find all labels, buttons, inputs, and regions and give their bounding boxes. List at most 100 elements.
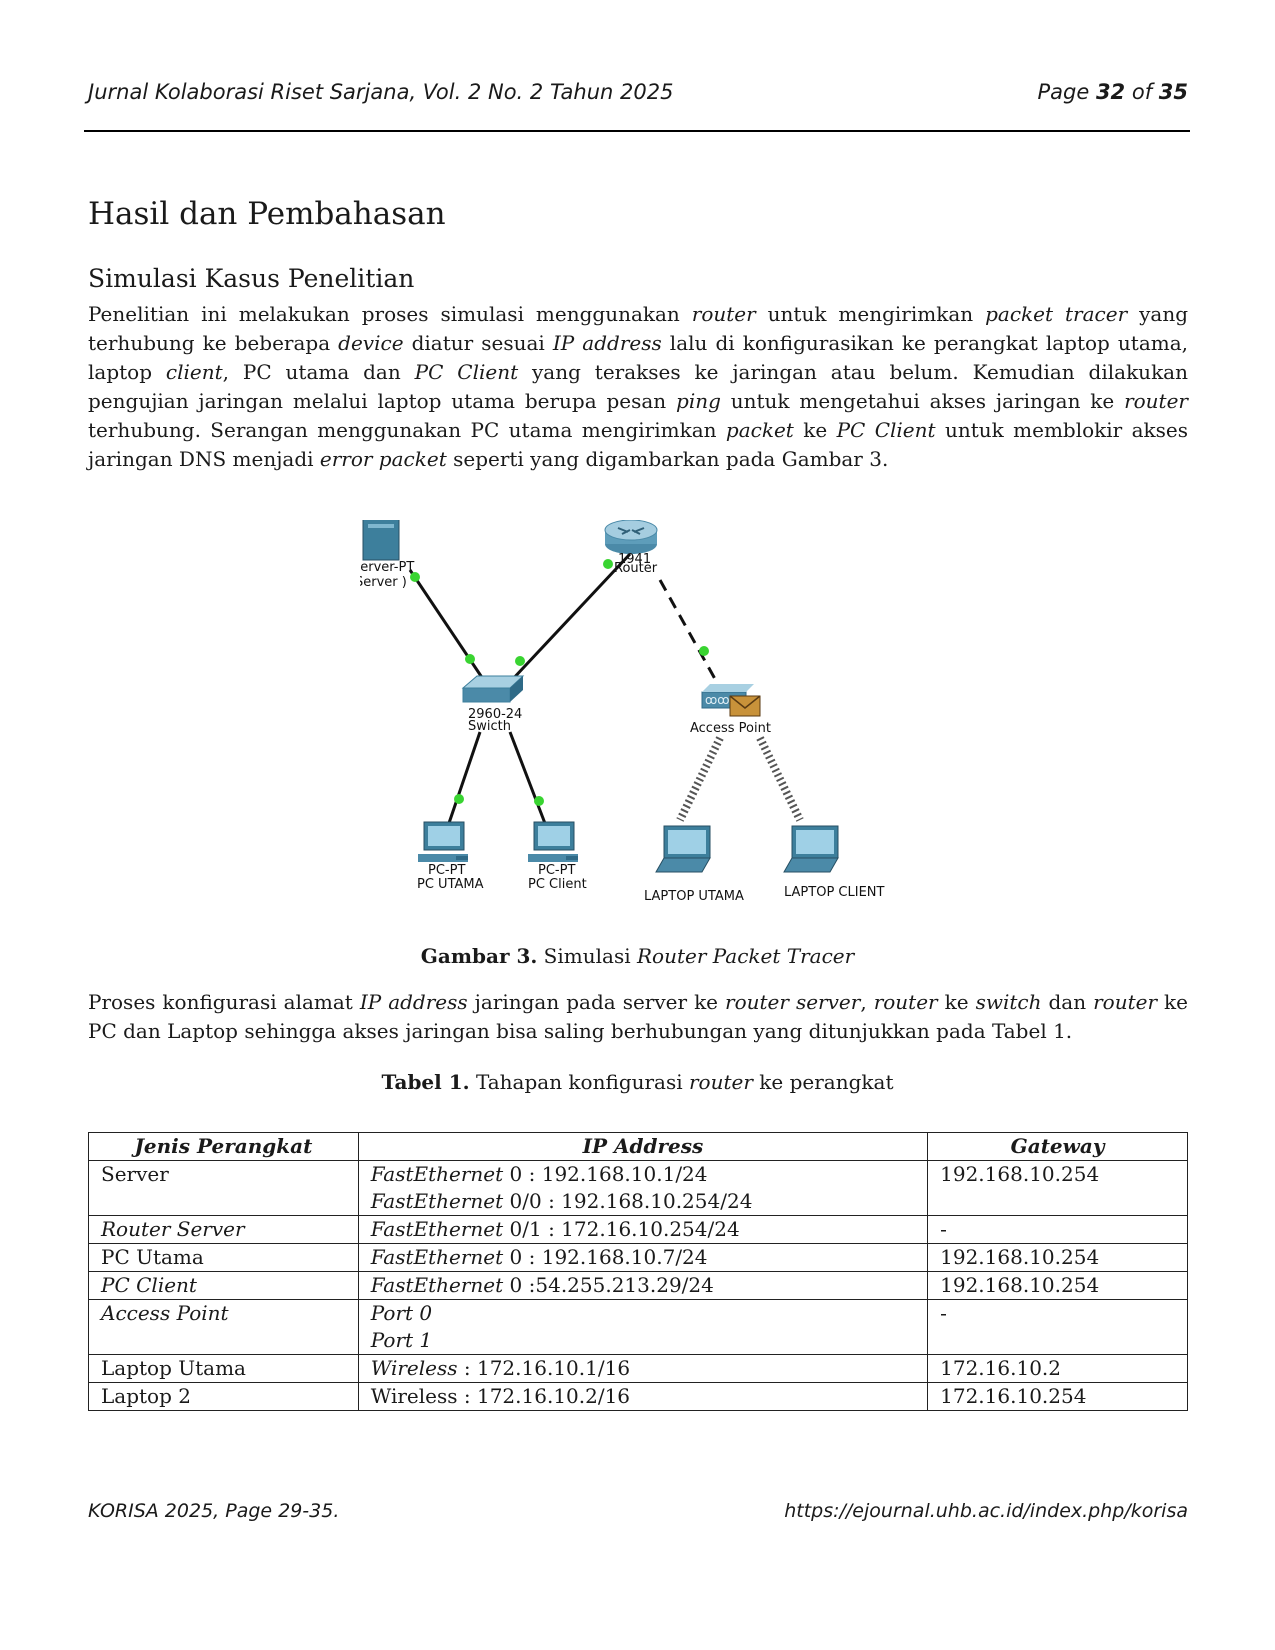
- italic-run: Port 1: [370, 1328, 433, 1352]
- wireless-link-laptop-utama: [676, 736, 724, 822]
- text-run: diatur sesuai: [403, 331, 553, 355]
- figure-caption-label: Gambar 3.: [420, 944, 538, 968]
- ip-line: Port 0: [371, 1300, 915, 1327]
- italic-run: switch: [975, 990, 1042, 1014]
- table-header-row: Jenis Perangkat IP Address Gateway: [88, 1132, 1188, 1161]
- laptop-icon: [783, 825, 839, 873]
- router-label: Router: [614, 561, 658, 576]
- col-header-device: Jenis Perangkat: [88, 1132, 359, 1161]
- table-row: Router Server FastEthernet 0/1 : 172.16.1…: [88, 1215, 1188, 1244]
- italic-run: FastEthernet: [370, 1189, 504, 1213]
- footer-citation: KORISA 2025, Page 29-35.: [88, 1500, 340, 1522]
- col-header-ip: IP Address: [357, 1132, 929, 1161]
- link-router-accesspoint: [658, 579, 722, 689]
- cell-gateway: 172.16.10.2: [927, 1354, 1188, 1383]
- text-run: yang terhubung ke beberapa: [88, 302, 1189, 355]
- page-prefix: Page: [1037, 80, 1096, 104]
- access-point-label: Access Point: [690, 721, 771, 736]
- figure-caption: Gambar 3. Simulasi Router Packet Tracer: [0, 944, 1275, 968]
- italic-run: error packet: [319, 447, 447, 471]
- port-dot: [515, 656, 525, 666]
- italic-run: Wireless: [370, 1356, 458, 1380]
- laptop-icon: [655, 825, 711, 873]
- cell-ip-address: FastEthernet 0 :54.255.213.29/24: [357, 1271, 929, 1300]
- italic-run: FastEthernet: [370, 1273, 504, 1297]
- cell-device: Router Server: [88, 1215, 359, 1244]
- server-label: Server ): [360, 575, 407, 590]
- router-icon: [604, 519, 658, 554]
- italic-run: router server: [725, 990, 861, 1014]
- italic-run: router: [1093, 990, 1158, 1014]
- link-server-switch: [408, 569, 487, 683]
- text-run: ke PC dan Laptop sehingga akses jaringan…: [88, 990, 1189, 1043]
- italic-run: ping: [676, 389, 721, 413]
- italic-run: router: [873, 990, 938, 1014]
- ip-line: Port 1: [371, 1327, 915, 1354]
- text-run: terhubung. Serangan menggunakan PC utama…: [88, 418, 726, 442]
- ip-line: FastEthernet 0 : 192.168.10.7/24: [371, 1244, 915, 1271]
- text-run: ke: [937, 990, 976, 1014]
- text-run: 0/0 : 192.168.10.254/24: [503, 1189, 753, 1213]
- journal-title: Jurnal Kolaborasi Riset Sarjana, Vol. 2 …: [88, 80, 674, 104]
- italic-run: FastEthernet: [370, 1217, 504, 1241]
- cell-ip-address: FastEthernet 0/1 : 172.16.10.254/24: [357, 1215, 929, 1244]
- italic-run: IP address: [359, 990, 468, 1014]
- running-header: Jurnal Kolaborasi Riset Sarjana, Vol. 2 …: [88, 80, 1188, 110]
- link-switch-pc-utama: [446, 731, 482, 827]
- page-number: 32: [1095, 80, 1126, 104]
- italic-run: router: [691, 302, 756, 326]
- text-run: 0 : 192.168.10.1/24: [503, 1162, 708, 1186]
- router-label-top: 1941: [618, 552, 651, 567]
- text-run: untuk mengirimkan: [755, 302, 986, 326]
- italic-run: packet: [725, 418, 794, 442]
- table-caption-italic: router: [689, 1070, 753, 1094]
- body-paragraph-1: Penelitian ini melakukan proses simulasi…: [88, 300, 1188, 474]
- text-run: 0 :54.255.213.29/24: [503, 1273, 714, 1297]
- italic-run: packet tracer: [985, 302, 1128, 326]
- table-caption: Tabel 1. Tahapan konfigurasi router ke p…: [0, 1070, 1275, 1094]
- col-header-gateway: Gateway: [927, 1132, 1188, 1161]
- port-dot: [603, 559, 613, 569]
- text-run: : 172.16.10.1/16: [457, 1356, 631, 1380]
- server-icon: [362, 501, 400, 561]
- port-dot: [454, 794, 464, 804]
- cell-gateway: -: [927, 1299, 1188, 1355]
- cell-gateway: -: [927, 1215, 1188, 1244]
- text-run: yang terakses ke jaringan atau belum. Ke…: [88, 360, 1188, 413]
- pc-client-label: PC Client: [528, 877, 587, 892]
- cell-ip-address: Wireless : 172.16.10.2/16: [357, 1382, 929, 1411]
- laptop-client-label: LAPTOP CLIENT: [784, 885, 885, 900]
- cell-device: Server: [88, 1160, 359, 1216]
- ip-line: FastEthernet 0/0 : 192.168.10.254/24: [371, 1188, 915, 1215]
- italic-run: PC Client: [414, 360, 519, 384]
- ip-line: FastEthernet 0 :54.255.213.29/24: [371, 1272, 915, 1299]
- ip-line: FastEthernet 0/1 : 172.16.10.254/24: [371, 1216, 915, 1243]
- access-point-icon: ꝏꝏ: [701, 684, 754, 709]
- envelope-icon: [729, 695, 761, 717]
- italic-run: device: [338, 331, 404, 355]
- text-run: lalu di konfigurasikan ke perangkat lapt…: [88, 331, 1188, 384]
- cell-gateway: 172.16.10.254: [927, 1382, 1188, 1411]
- port-dot: [465, 654, 475, 664]
- pc-utama-label-top: PC-PT: [428, 863, 465, 878]
- port-dot: [699, 646, 709, 656]
- text-run: untuk memblokir akses jaringan DNS menja…: [88, 418, 1189, 471]
- cell-gateway: 192.168.10.254: [927, 1271, 1188, 1300]
- text-run: Proses konfigurasi alamat: [88, 990, 360, 1014]
- subsection-title: Simulasi Kasus Penelitian: [88, 264, 415, 293]
- text-run: seperti yang digambarkan pada Gambar 3.: [446, 447, 889, 471]
- text-run: Wireless : 172.16.10.2/16: [370, 1384, 631, 1408]
- server-label-top: Server-PT: [360, 560, 414, 575]
- pc-utama-label: PC UTAMA: [417, 877, 484, 892]
- italic-run: FastEthernet: [370, 1245, 504, 1269]
- text-run: ke: [793, 418, 837, 442]
- cell-ip-address: FastEthernet 0 : 192.168.10.7/24: [357, 1243, 929, 1272]
- text-run: jaringan pada server ke: [467, 990, 726, 1014]
- ip-line: FastEthernet 0 : 192.168.10.1/24: [371, 1161, 915, 1188]
- ip-line: Wireless : 172.16.10.2/16: [371, 1383, 915, 1410]
- italic-run: client: [165, 360, 223, 384]
